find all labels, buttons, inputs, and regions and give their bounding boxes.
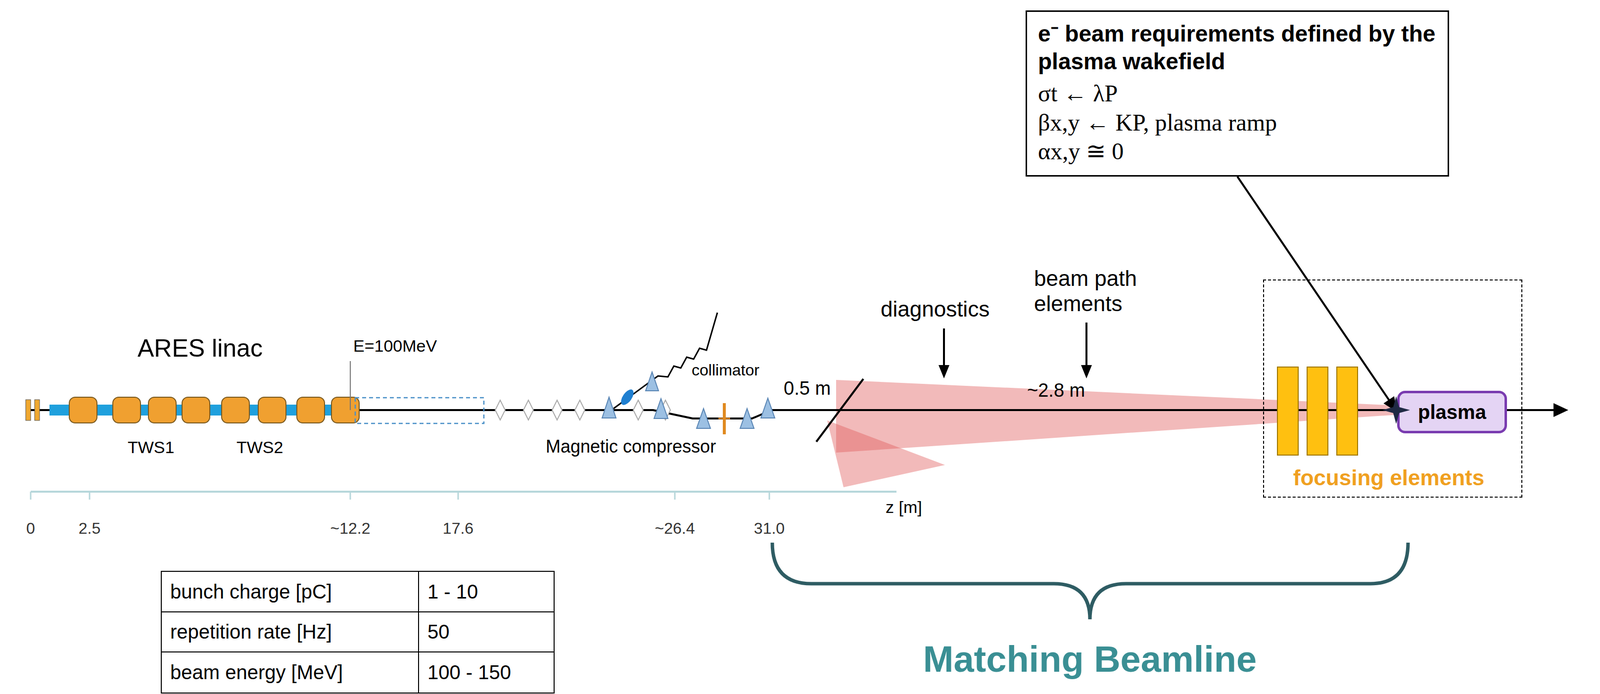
axis-ticks bbox=[30, 491, 770, 500]
formula-line: αx,y ≅ 0 bbox=[1037, 137, 1436, 167]
tick-label: 2.5 bbox=[78, 519, 101, 538]
plasma-cell: plasma bbox=[1397, 390, 1507, 434]
pointer-arrowhead bbox=[938, 365, 950, 379]
requirements-box: e⁻ beam requirements defined by the plas… bbox=[1025, 10, 1450, 177]
future-section bbox=[355, 397, 484, 424]
table-cell: 1 - 10 bbox=[427, 580, 478, 604]
structure-label: TWS1 bbox=[127, 437, 175, 458]
cavity-cells bbox=[69, 397, 360, 424]
callout-arrow bbox=[1237, 176, 1398, 413]
table-grid bbox=[161, 571, 555, 694]
pointer-label: beam path elements bbox=[1034, 266, 1158, 317]
tick-label: ~26.4 bbox=[655, 519, 696, 538]
pointer-arrow bbox=[942, 328, 945, 367]
matching-brace bbox=[772, 542, 1409, 620]
laser-cone bbox=[827, 420, 945, 488]
structure-label: TWS2 bbox=[236, 437, 283, 458]
table-cell: 100 - 150 bbox=[427, 660, 512, 684]
axis-title: z [m] bbox=[885, 497, 923, 518]
beam-arrowhead bbox=[1553, 403, 1569, 418]
callout-line bbox=[1237, 176, 1398, 413]
pointer-arrow bbox=[1085, 322, 1088, 367]
table-cell: bunch charge [pC] bbox=[170, 580, 332, 604]
collimator bbox=[718, 418, 731, 420]
pointer-arrowhead bbox=[1081, 365, 1092, 379]
dimension-label: 0.5 m bbox=[783, 377, 831, 400]
dimension-label: ~2.8 m bbox=[1027, 379, 1085, 402]
table-cell: repetition rate [Hz] bbox=[170, 620, 332, 644]
table-cell: beam energy [MeV] bbox=[170, 660, 343, 684]
branch-magnet bbox=[618, 387, 636, 408]
pointer-label: diagnostics bbox=[880, 296, 990, 323]
section-title: Matching Beamline bbox=[923, 638, 1257, 681]
table-cell: 50 bbox=[427, 620, 450, 644]
quadrupoles bbox=[1277, 367, 1358, 456]
tick-label: 31.0 bbox=[753, 519, 785, 538]
dipole-magnets bbox=[602, 372, 775, 429]
tick-label: ~12.2 bbox=[330, 519, 371, 538]
region-label: focusing elements bbox=[1293, 465, 1485, 491]
focus-star bbox=[1381, 395, 1412, 425]
gun bbox=[25, 399, 31, 421]
node-label: plasma bbox=[1417, 401, 1487, 424]
energy-marker bbox=[349, 361, 351, 411]
focus-region: focusing elements plasma bbox=[1263, 279, 1523, 498]
tick-label: 17.6 bbox=[442, 519, 474, 538]
branch-line bbox=[613, 312, 718, 409]
box-heading: e⁻ beam requirements defined by the plas… bbox=[1037, 19, 1436, 76]
energy-label: E=100MeV bbox=[353, 336, 437, 356]
gun bbox=[34, 399, 40, 421]
tick-label: 0 bbox=[26, 519, 36, 538]
section-title: ARES linac bbox=[137, 334, 263, 364]
formula-line: σt ← λP bbox=[1037, 79, 1436, 109]
diagnostic-diamonds bbox=[495, 400, 671, 421]
formula-line: βx,y ← KP, plasma ramp bbox=[1037, 108, 1436, 138]
component-label: collimator bbox=[691, 361, 760, 380]
z-axis bbox=[30, 490, 897, 493]
component-label: Magnetic compressor bbox=[545, 436, 716, 457]
